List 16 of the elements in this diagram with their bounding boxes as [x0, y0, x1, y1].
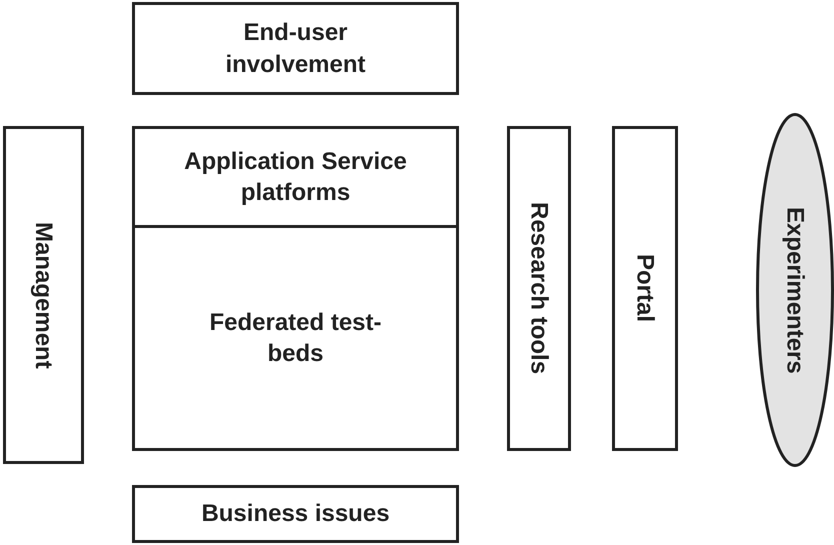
node-label: Research tools [524, 202, 554, 375]
vertical-box [3, 126, 84, 464]
node-label: End-user involvement [224, 18, 367, 80]
box [132, 2, 459, 95]
box [132, 225, 459, 451]
node-label: Management [29, 222, 58, 368]
box [132, 126, 459, 228]
vertical-box [507, 126, 571, 451]
node-label: Portal [630, 254, 660, 322]
node-label: Experimenters [780, 206, 810, 374]
node-label: Business issues [201, 499, 390, 530]
node-label: Application Service platforms [183, 146, 408, 208]
ellipse [756, 113, 834, 467]
node-label: Federated test-beds [208, 308, 383, 369]
vertical-box [612, 126, 678, 451]
box [132, 485, 459, 543]
